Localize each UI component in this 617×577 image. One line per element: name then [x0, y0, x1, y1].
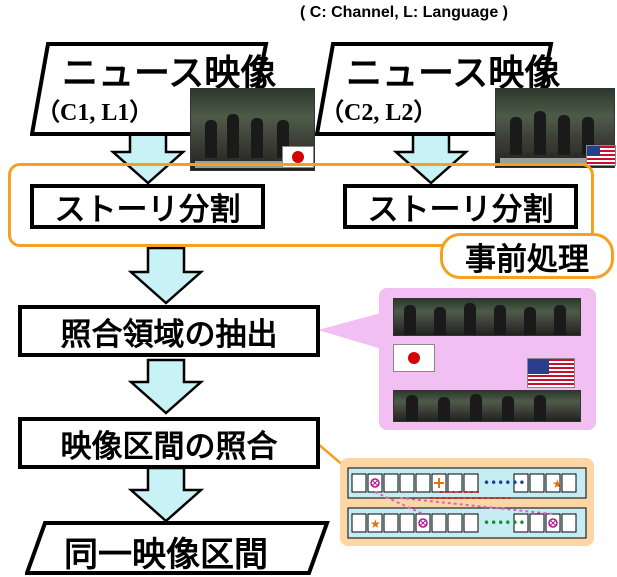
- preprocess-badge: 事前処理: [440, 233, 614, 279]
- input-1-params: （C1, L1）: [36, 100, 154, 126]
- extract-connector: [318, 312, 385, 350]
- preprocess-group: [8, 163, 594, 247]
- output-label: 同一映像区間: [64, 535, 268, 575]
- arrow-extract: [127, 358, 205, 415]
- input-2-title: ニュース映像: [346, 53, 561, 94]
- extract-step-box: 照合領域の抽出: [18, 305, 320, 357]
- match-panel: ★ •••••• ★ ••••: [340, 458, 594, 546]
- japan-flag-icon: [393, 344, 435, 372]
- match-correspondence-arrows: [374, 491, 554, 515]
- usa-flag-icon: [586, 145, 616, 166]
- preprocess-label: 事前処理: [465, 241, 589, 278]
- film-strip-bottom: ★ ••••••: [347, 507, 587, 539]
- arrow-preprocess: [127, 246, 205, 305]
- input-1-title: ニュース映像: [62, 53, 277, 94]
- story-split-label-1: ストーリ分割: [54, 192, 241, 228]
- legend-text: ( C: Channel, L: Language ): [300, 4, 508, 21]
- svg-text:••••••: ••••••: [483, 516, 525, 530]
- svg-text:★: ★: [370, 517, 381, 531]
- news-thumbnail-1: [190, 88, 315, 171]
- output-parallelogram: [25, 521, 330, 575]
- film-strip-top: ★ ••••••: [347, 467, 587, 499]
- story-split-box-1: ストーリ分割: [30, 184, 265, 229]
- match-connector: [317, 443, 345, 467]
- arrow-match: [127, 466, 205, 523]
- news-thumbnail-2: [495, 88, 615, 168]
- match-step-label: 映像区間の照合: [60, 428, 278, 465]
- extract-step-label: 照合領域の抽出: [60, 316, 278, 353]
- story-split-box-2: ストーリ分割: [343, 184, 578, 229]
- extract-panel: [379, 288, 596, 430]
- japan-flag-icon: [282, 146, 314, 168]
- region-strip-top: [393, 298, 581, 336]
- story-split-label-2: ストーリ分割: [367, 192, 554, 228]
- film-strips-diagram: ★ •••••• ★ ••••: [347, 467, 587, 539]
- usa-flag-icon: [527, 358, 575, 388]
- svg-text:••••••: ••••••: [483, 476, 525, 490]
- input-2-params: （C2, L2）: [320, 100, 438, 126]
- svg-text:★: ★: [552, 477, 563, 491]
- match-step-box: 映像区間の照合: [18, 417, 320, 469]
- region-strip-bottom: [393, 390, 581, 422]
